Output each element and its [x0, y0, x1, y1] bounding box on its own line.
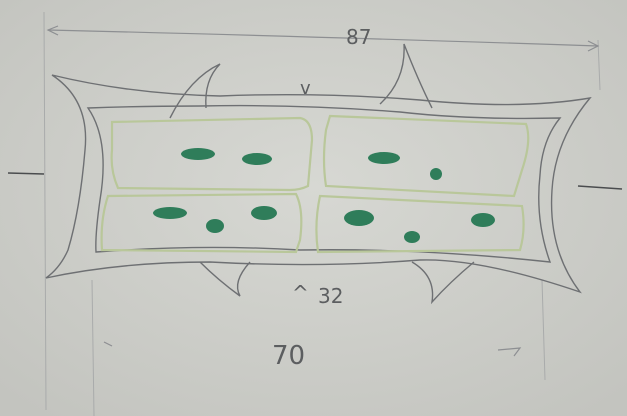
v-mark: v: [300, 78, 311, 99]
small-label: 32: [318, 284, 343, 308]
chloroplast: [153, 207, 187, 219]
bottom-label: 70: [272, 341, 305, 371]
chloroplast: [404, 231, 420, 243]
chloroplast: [181, 148, 215, 160]
chloroplast: [344, 210, 374, 226]
chloroplast: [206, 219, 224, 233]
chloroplast: [368, 152, 400, 164]
chloroplast: [471, 213, 495, 227]
width-label: 87: [346, 25, 371, 49]
caret-mark: ^: [292, 281, 309, 305]
chloroplast: [242, 153, 272, 165]
chloroplast: [251, 206, 277, 220]
chloroplast: [430, 168, 442, 180]
